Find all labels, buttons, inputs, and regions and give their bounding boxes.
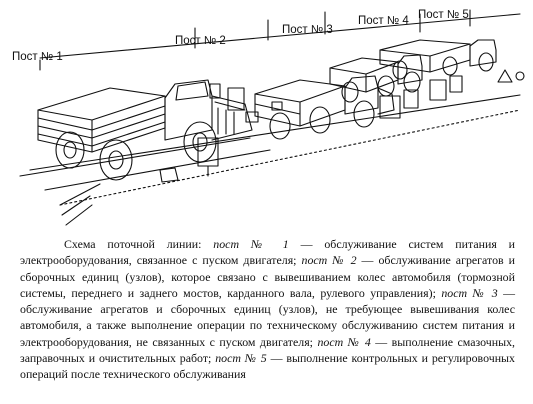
figure-caption: Схема поточной линии: пост № 1 — обслужи…: [20, 236, 515, 401]
caption-post-ref: пост № 4: [317, 334, 371, 349]
caption-part: — обслуживание систем питания и электроо…: [20, 237, 516, 268]
truck-post-1: [19, 79, 271, 226]
production-line-illustration: Пост № 1 Пост № 2 Пост № 3 Пост № 4 Пост…: [12, 9, 525, 226]
truck-post-2: [197, 75, 395, 177]
post-label-2: Пост № 2: [175, 35, 226, 47]
caption-post-ref: пост № 3: [441, 285, 498, 300]
floor-lines: [29, 9, 521, 206]
caption-post-ref: пост № 2: [301, 253, 357, 268]
caption-post-ref: пост № 1: [213, 237, 289, 251]
truck-post-3: [329, 54, 423, 119]
caption-post-ref: пост № 5: [215, 351, 267, 366]
post-label-3: Пост № 3: [282, 24, 333, 36]
truck-post-4-5: [379, 39, 525, 101]
caption-part: — выполнение контрольных и регулировочны…: [20, 351, 515, 382]
caption-part: — обслуживание агрегатов и сборочных еди…: [20, 253, 516, 300]
caption-part: — обслуживание агрегатов и сборочных еди…: [20, 285, 515, 349]
post-label-1: Пост № 1: [12, 51, 63, 63]
caption-part: Схема поточной линии:: [64, 237, 214, 251]
post-label-5: Пост № 5: [418, 9, 469, 21]
equipment: [159, 101, 283, 183]
caption-part: — выполнение смазочных, заправочных и оч…: [20, 334, 515, 366]
post-label-4: Пост № 4: [358, 15, 409, 27]
